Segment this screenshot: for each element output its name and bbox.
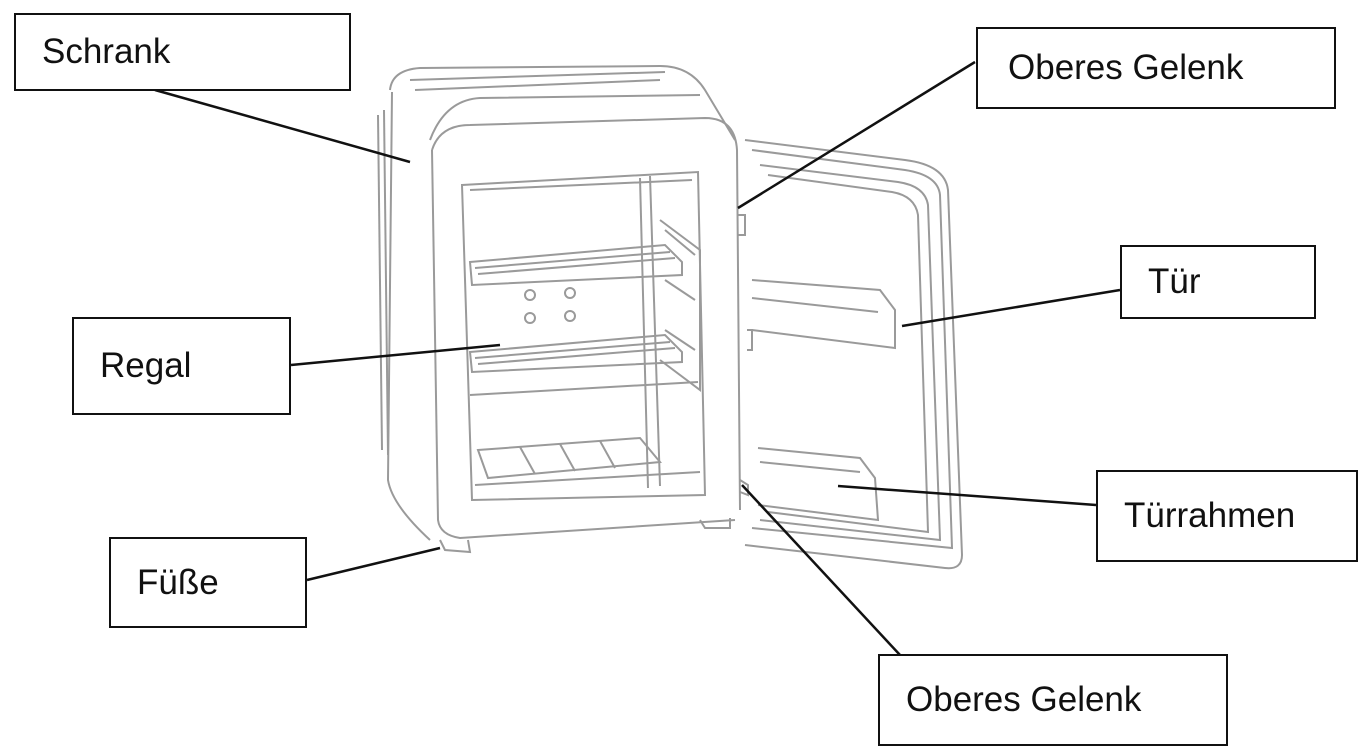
label-door: Tür	[1120, 245, 1316, 319]
label-feet: Füße	[109, 537, 307, 628]
cabinet-drawing	[377, 64, 741, 554]
door-drawing	[738, 139, 964, 570]
leader-lines	[154, 60, 1121, 656]
leader-door	[901, 288, 1121, 328]
label-cabinet: Schrank	[14, 13, 351, 91]
leader-shelf	[290, 343, 501, 367]
label-upper-hinge-top: Oberes Gelenk	[976, 27, 1336, 109]
label-upper-hinge-bottom: Oberes Gelenk	[878, 654, 1228, 746]
leader-upper-hinge-top	[737, 60, 976, 210]
label-door-frame: Türrahmen	[1096, 470, 1358, 562]
leader-upper-hinge-bottom	[741, 484, 901, 656]
leader-cabinet	[154, 88, 411, 164]
leader-feet	[306, 546, 441, 582]
label-shelf: Regal	[72, 317, 291, 415]
leader-door-frame	[837, 484, 1097, 507]
